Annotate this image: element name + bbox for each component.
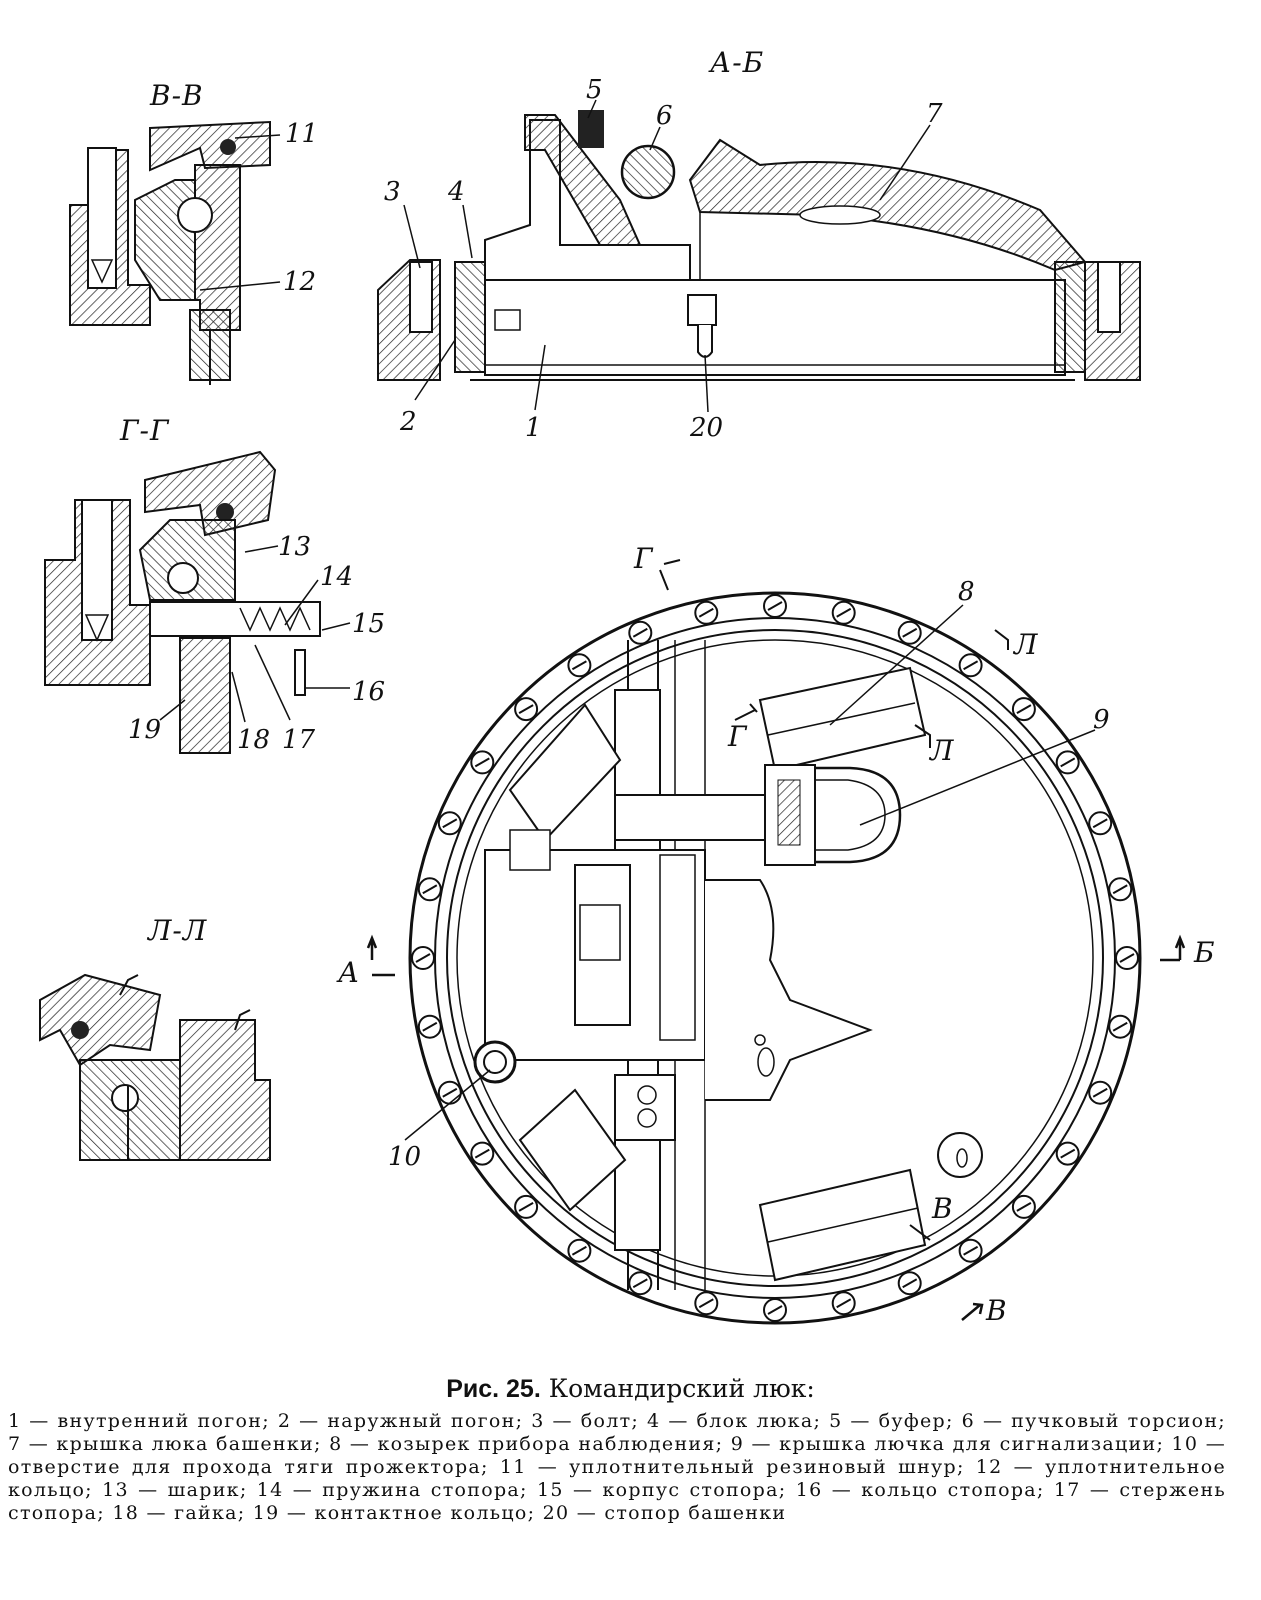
- section-ll-title: Л-Л: [146, 914, 207, 947]
- legend-item: 17 — стержень стопора;: [8, 1479, 1227, 1524]
- ring-bolt-slot: [474, 757, 490, 768]
- ring-bolt-slot: [571, 1245, 587, 1256]
- legend-item: 13 — шарик;: [102, 1479, 248, 1501]
- ring-bolt-slot: [442, 818, 458, 829]
- legend-item: 6 — пучковый торсион;: [961, 1410, 1227, 1432]
- callout-1: 1: [525, 413, 542, 443]
- ring-bolt-slot: [767, 1305, 783, 1315]
- legend-item: 11 — уплотнительный резиновый шнур;: [499, 1456, 965, 1478]
- legend-item: 1 — внутренний погон;: [8, 1410, 270, 1432]
- ring-bolt-slot: [632, 1278, 648, 1289]
- legend-item: 5 — буфер;: [829, 1410, 954, 1432]
- section-gg: Г-Г 13 14 15 16 17 18 19: [44, 414, 385, 755]
- ring-bolt-slot: [518, 1202, 534, 1212]
- ring-bolt-slot: [902, 1278, 918, 1289]
- mark-a: А: [336, 956, 359, 989]
- mark-v1: В: [931, 1192, 953, 1225]
- legend-item: 19 — контактное кольцо;: [252, 1502, 536, 1524]
- callout-20: 20: [689, 413, 723, 443]
- legend-item: 9 — крышка лючка для сигнализации;: [730, 1433, 1165, 1455]
- mark-l1: Л: [1012, 628, 1038, 661]
- ring-bolt-slot: [1112, 884, 1128, 895]
- mark-g2: Г: [727, 720, 748, 753]
- legend-item: 2 — наружный погон;: [277, 1410, 524, 1432]
- ring-bolt-slot: [1016, 1202, 1032, 1212]
- ring-bolt-slot: [963, 660, 979, 671]
- callout-6: 6: [656, 101, 673, 131]
- legend-item: 15 — корпус стопора;: [536, 1479, 787, 1501]
- ring-bolt-slot: [836, 1298, 852, 1309]
- ring-bolt-slot: [518, 704, 534, 714]
- ring-bolt-slot: [1092, 818, 1108, 829]
- callout-4: 4: [447, 177, 465, 207]
- callout-11: 11: [285, 119, 318, 149]
- ring-bolt-slot: [474, 1148, 490, 1159]
- ring-bolt-slot: [422, 884, 438, 895]
- legend-item: 18 — гайка;: [112, 1502, 246, 1524]
- ring-bolt-slot: [571, 660, 587, 671]
- mark-g1: Г: [633, 542, 654, 575]
- mark-b: Б: [1193, 936, 1215, 969]
- callout-14: 14: [320, 562, 353, 592]
- legend-item: 4 — блок люка;: [647, 1410, 822, 1432]
- ring-bolt-slot: [1060, 1148, 1076, 1159]
- ring-bolt-slot: [422, 1021, 438, 1032]
- ring-bolt-slot: [1119, 953, 1135, 963]
- callout-2: 2: [399, 407, 417, 437]
- callout-7: 7: [926, 99, 943, 129]
- legend-item: 3 — болт;: [531, 1410, 640, 1432]
- section-ab: А-Б 3 4: [377, 46, 1141, 443]
- ring-bolt-slot: [767, 601, 783, 611]
- callout-10: 10: [388, 1142, 421, 1172]
- ring-bolt-slot: [1060, 757, 1076, 768]
- bolt-ring: [411, 594, 1139, 1322]
- ring-bolt-slot: [632, 627, 648, 638]
- figure-number: Рис. 25.: [446, 1375, 541, 1403]
- figure-title: Командирский люк:: [548, 1374, 815, 1403]
- section-gg-title: Г-Г: [119, 414, 170, 447]
- hatch-drawing: В-В 11 12 А-Б: [39, 46, 1215, 1327]
- callout-16: 16: [352, 677, 385, 707]
- callout-13: 13: [278, 532, 311, 562]
- callout-8: 8: [958, 577, 975, 607]
- legend-item: 8 — козырек прибора наблюдения;: [329, 1433, 724, 1455]
- legend-item: 16 — кольцо стопора;: [795, 1479, 1045, 1501]
- ring-bolt-slot: [1016, 704, 1032, 714]
- callout-19: 19: [128, 715, 161, 745]
- callout-3: 3: [384, 177, 401, 207]
- callout-5: 5: [586, 75, 603, 105]
- ring-bolt-slot: [963, 1245, 979, 1256]
- ring-bolt-slot: [415, 953, 431, 963]
- section-ll: Л-Л: [39, 914, 271, 1161]
- section-vv-title: В-В: [149, 79, 204, 112]
- legend-item: 12 — уплотнительное кольцо;: [8, 1456, 1226, 1501]
- ring-bolt-slot: [698, 1298, 714, 1309]
- section-vv: В-В 11 12: [69, 79, 318, 385]
- ring-bolt-slot: [1092, 1087, 1108, 1098]
- legend-item: 7 — крышка люка башенки;: [8, 1433, 322, 1455]
- callout-15: 15: [352, 609, 385, 639]
- ring-bolt-slot: [902, 627, 918, 638]
- ring-bolt-slot: [1112, 1021, 1128, 1032]
- ring-bolt-slot: [836, 607, 852, 618]
- section-ab-title: А-Б: [708, 46, 764, 79]
- ring-bolt-slot: [698, 607, 714, 618]
- callout-18: 18: [237, 725, 270, 755]
- legend-item: 10 — отверстие для прохода тяги прожекто…: [8, 1433, 1226, 1478]
- figure-caption: Рис. 25. Командирский люк:: [0, 1374, 1261, 1404]
- legend: 1 — внутренний погон; 2 — наружный погон…: [8, 1410, 1226, 1525]
- callout-9: 9: [1093, 705, 1110, 735]
- legend-item: 20 — стопор башенки: [542, 1502, 787, 1524]
- callout-17: 17: [282, 725, 316, 755]
- ring-bolt-slot: [442, 1087, 458, 1098]
- legend-item: 14 — пружина стопора;: [256, 1479, 528, 1501]
- mark-l2: Л: [928, 734, 954, 767]
- mark-v2: В: [985, 1294, 1007, 1327]
- plan-view: А Б Г Г Л Л В В 8 9 10: [336, 542, 1215, 1327]
- callout-12: 12: [283, 267, 316, 297]
